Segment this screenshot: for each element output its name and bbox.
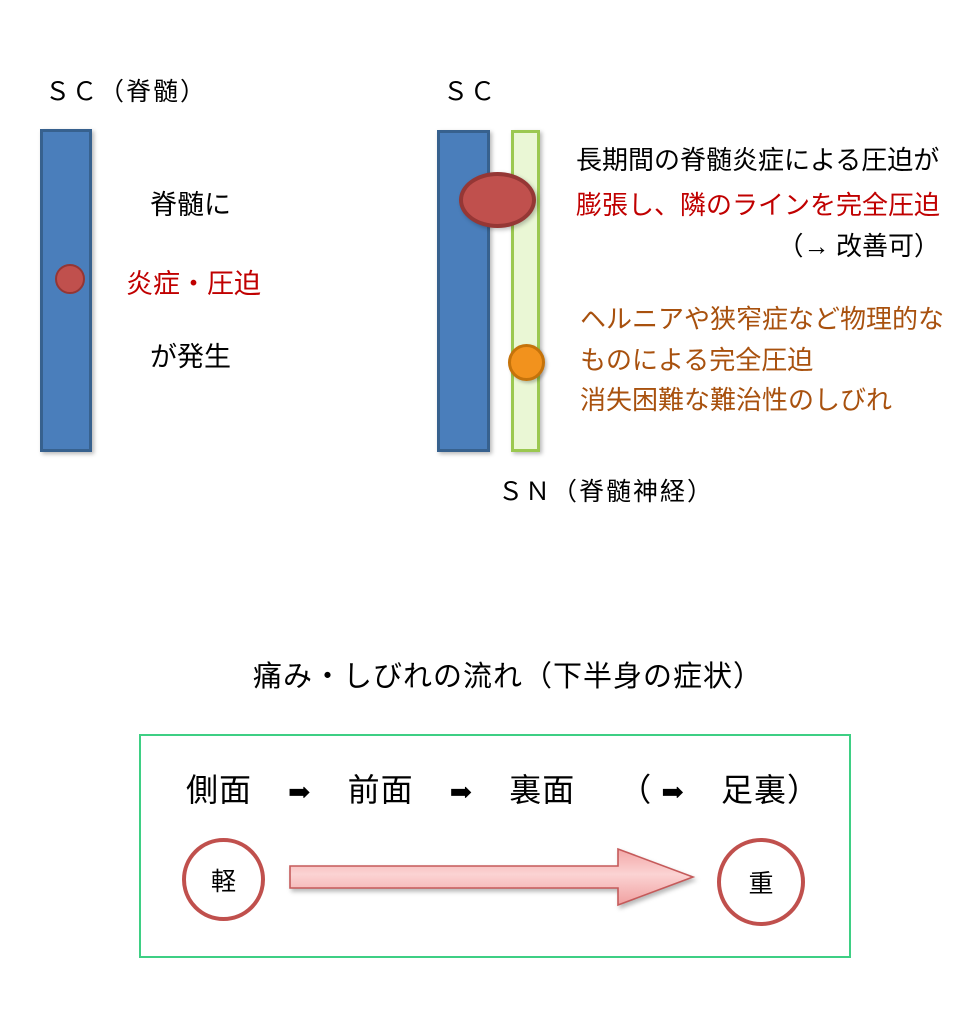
flow-arrow-icon-3: ➡ <box>661 777 685 807</box>
physical-compression-dot-icon <box>508 344 545 381</box>
flow-stage-1: 側面 <box>186 772 253 808</box>
flow-stage-3: 裏面 <box>509 772 576 808</box>
flow-paren-open: （ <box>619 772 653 808</box>
note-orange-line-2: ものによる完全圧迫 <box>580 346 814 375</box>
flow-section-title: 痛み・しびれの流れ（下半身の症状） <box>253 661 764 693</box>
flow-paren-close: ） <box>786 772 820 808</box>
note-orange-line-1: ヘルニアや狭窄症など物理的な <box>580 305 945 334</box>
flow-arrow-icon-1: ➡ <box>288 777 312 807</box>
severity-heavy-label: 重 <box>748 871 774 898</box>
flow-stage-2: 前面 <box>347 772 414 808</box>
severity-progression-arrow-icon <box>289 847 696 907</box>
spinal-cord-bar-left <box>40 129 92 452</box>
note-red-line-1: 長期間の脊髄炎症による圧迫が <box>576 146 940 175</box>
severity-circle-heavy: 重 <box>717 838 805 926</box>
flow-stage-optional: 足裏 <box>720 772 787 808</box>
severity-circle-light: 軽 <box>182 838 265 921</box>
left-line-2: 炎症・圧迫 <box>126 269 261 299</box>
note-orange-line-3: 消失困難な難治性のしびれ <box>580 386 893 415</box>
flow-arrow-icon-2: ➡ <box>449 777 474 807</box>
inflammation-dot-icon <box>55 264 85 294</box>
severity-light-label: 軽 <box>210 868 236 896</box>
flow-stage-row: 側面 ➡ 前面 ➡ 裏面 （ ➡ 足裏） <box>186 765 820 811</box>
left-line-3: が発生 <box>150 342 231 372</box>
left-line-1: 脊髄に <box>150 190 231 220</box>
sc-label-right: ＳＣ <box>443 79 498 106</box>
note-red-line-2: 膨張し、隣のラインを完全圧迫 <box>576 191 941 220</box>
sn-label: ＳＮ（脊髄神経） <box>498 479 715 506</box>
swollen-inflammation-ellipse-icon <box>459 172 536 228</box>
note-red-line-3: （→ 改善可） <box>777 232 940 261</box>
sc-label-left: ＳＣ（脊髄） <box>45 79 208 106</box>
flow-diagram-box <box>139 734 851 958</box>
